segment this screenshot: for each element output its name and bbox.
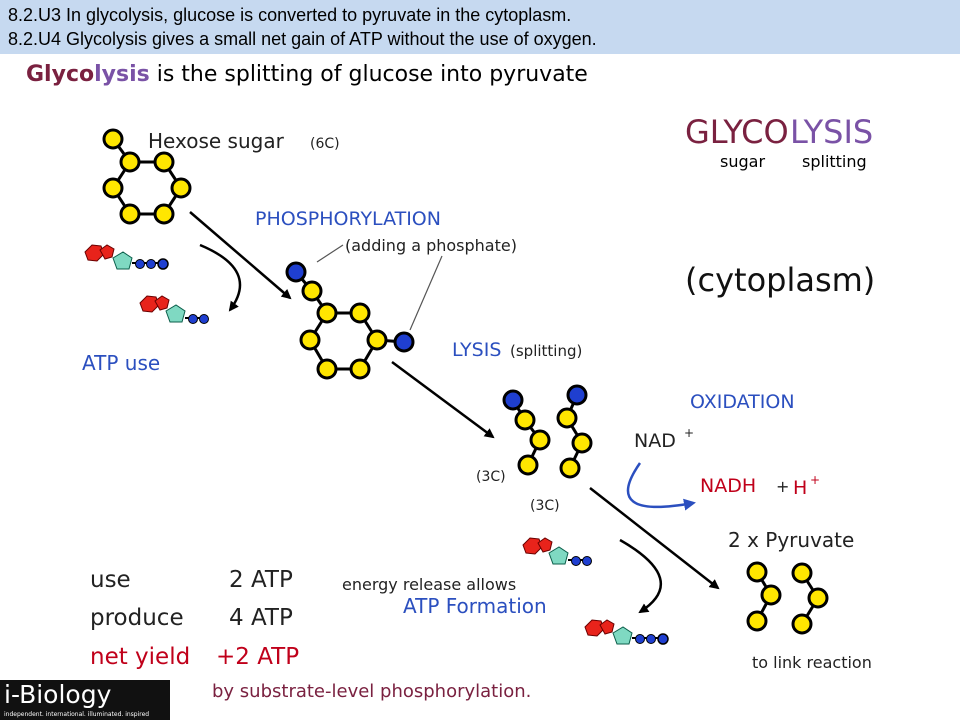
pyruvate-molecule: [746, 561, 782, 632]
atp-use-label: ATP use: [82, 351, 160, 375]
carbon-atom: [746, 561, 768, 583]
plus-sign: +: [776, 477, 789, 496]
phosphate-group: [502, 389, 524, 411]
adp-molecule: [139, 295, 209, 324]
nadh-label: NADH: [700, 475, 756, 497]
carbon-atom: [571, 432, 593, 454]
title-splitting-gloss: splitting: [802, 152, 867, 171]
reaction-arrow: [589, 487, 720, 590]
carbon-atom: [791, 613, 813, 635]
nad-reduction-arrow: [626, 462, 696, 511]
carbon-atom: [153, 203, 175, 225]
oxidation-label: OXIDATION: [690, 391, 795, 413]
c3-right-label: (3C): [530, 498, 560, 514]
nad-charge: +: [684, 426, 694, 440]
carbon-atom: [559, 457, 581, 479]
i-biology-logo: i-Biology independent. international. il…: [0, 680, 170, 720]
summary-net-value: +2 ATP: [216, 644, 299, 670]
carbon-atom: [807, 587, 829, 609]
carbon-atom: [119, 151, 141, 173]
energy-release-label: energy release allows: [342, 575, 516, 594]
lysis-label: LYSIS: [452, 339, 501, 361]
objective-u4: 8.2.U4 Glycolysis gives a small net gain…: [8, 29, 597, 49]
reaction-arrow: [189, 211, 292, 300]
carbon-atom: [556, 407, 578, 429]
carbon-atom: [791, 562, 813, 584]
phosphorylation-label: PHOSPHORYLATION: [255, 208, 441, 230]
summary-net-label: net yield: [90, 644, 190, 670]
title-sugar-gloss: sugar: [720, 152, 765, 171]
objectives-header: 8.2.U3 In glycolysis, glucose is convert…: [0, 0, 960, 54]
atp-formation-label: ATP Formation: [403, 594, 547, 618]
carbon-atom: [299, 329, 321, 351]
atp-formation-arrow: [619, 538, 662, 614]
logo-tagline: independent. international. illuminated.…: [4, 711, 150, 718]
objective-u3: 8.2.U3 In glycolysis, glucose is convert…: [8, 5, 572, 25]
phosphate-group: [566, 384, 588, 406]
subtitle-lysis: lysis: [94, 62, 150, 87]
carbon-atom: [102, 177, 124, 199]
atp-molecule: [584, 619, 669, 645]
h-ion-charge: +: [810, 473, 820, 487]
subtitle-glyco: Glyco: [26, 62, 95, 87]
summary-use-label: use: [90, 567, 131, 593]
adding-phosphate-note: (adding a phosphate): [345, 236, 517, 255]
carbon-atom: [760, 584, 782, 606]
slide-subtitle: Glycolysis is the splitting of glucose i…: [26, 62, 588, 87]
pyruvate-molecule: [791, 562, 829, 635]
link-reaction-label: to link reaction: [752, 653, 872, 672]
atp-use-arrow: [199, 243, 242, 312]
lysis-note: (splitting): [510, 342, 582, 360]
carbon-atom: [119, 203, 141, 225]
carbon-atom: [170, 177, 192, 199]
location-cytoplasm: (cytoplasm): [685, 261, 875, 299]
carbon-atom: [153, 151, 175, 173]
carbon-atom: [349, 302, 371, 324]
carbon-atom: [514, 409, 536, 431]
atp-molecule: [84, 244, 169, 270]
title-lysis: LYSIS: [790, 113, 873, 151]
hexose-label: Hexose sugar: [148, 129, 285, 153]
title-glyco: GLYCO: [685, 113, 789, 151]
pointer-line: [409, 255, 443, 331]
carbon-atom: [316, 358, 338, 380]
c3-left-label: (3C): [476, 469, 506, 485]
nad-label: NAD: [634, 430, 676, 452]
carbon-atom: [517, 454, 539, 476]
pointer-line: [316, 244, 344, 263]
carbon-atom: [746, 610, 768, 632]
pyruvate-label: 2 x Pyruvate: [728, 528, 854, 552]
phosphate-group: [393, 331, 415, 353]
carbon-atom: [102, 128, 124, 150]
carbon-atom: [529, 429, 551, 451]
fructose-bisphosphate-molecule: [285, 261, 415, 380]
phosphate-group: [285, 261, 307, 283]
adp-molecule: [522, 537, 592, 566]
summary-use-value: 2 ATP: [229, 567, 293, 593]
hexose-carbons: (6C): [310, 136, 340, 152]
hexose-molecule: [102, 128, 192, 225]
triose-phosphate-molecule: [502, 389, 551, 476]
carbon-atom: [366, 329, 388, 351]
summary-produce-label: produce: [90, 605, 184, 631]
carbon-atom: [316, 302, 338, 324]
carbon-atom: [349, 358, 371, 380]
triose-phosphate-molecule: [556, 384, 593, 479]
carbon-atom: [301, 280, 323, 302]
substrate-level-note: by substrate-level phosphorylation.: [212, 681, 531, 702]
subtitle-rest: is the splitting of glucose into pyruvat…: [149, 62, 588, 87]
logo-name: i-Biology: [4, 680, 112, 709]
summary-produce-value: 4 ATP: [229, 605, 293, 631]
h-ion-label: H: [793, 477, 807, 499]
reaction-arrow: [391, 360, 495, 439]
